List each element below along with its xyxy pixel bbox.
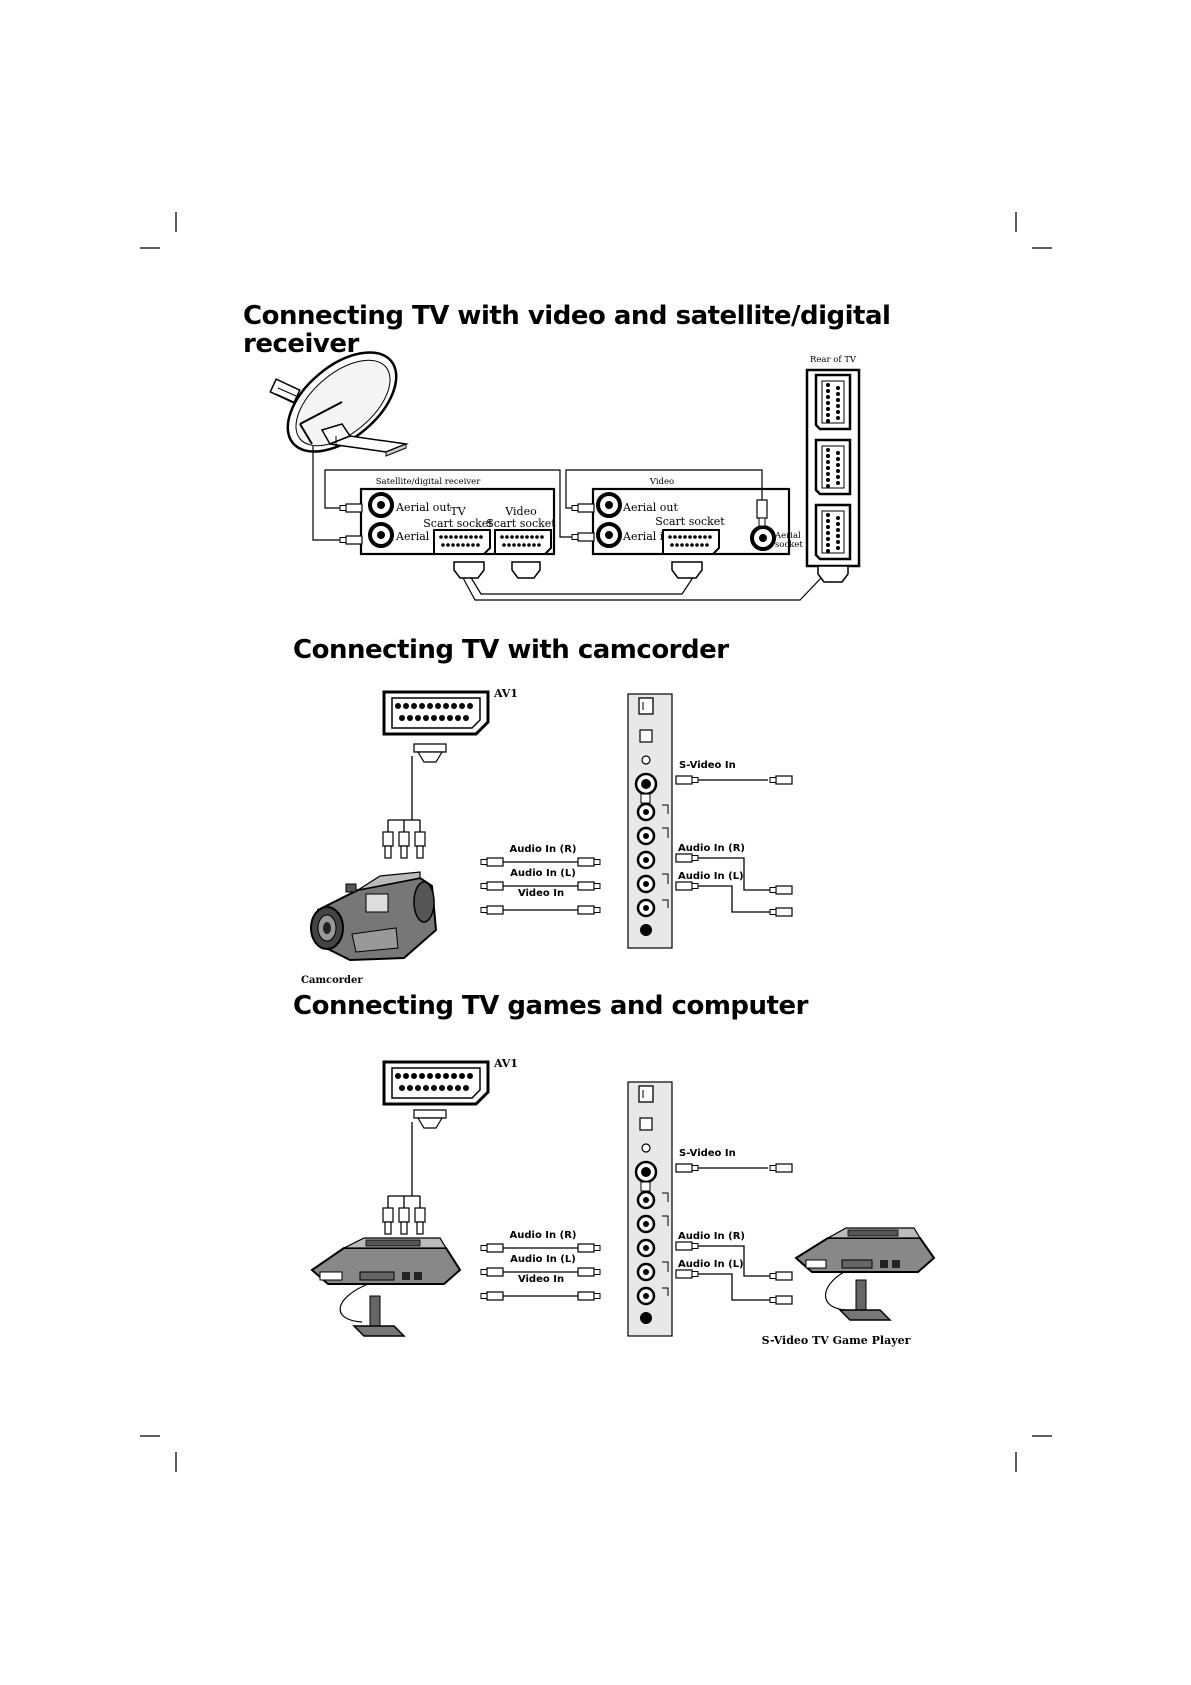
video-scart-socket-label: Scart socket <box>655 515 725 528</box>
audio-in-l-right-label-2: Audio In (L) <box>678 1259 744 1270</box>
audio-in-r-right-label-2: Audio In (R) <box>678 1231 745 1242</box>
wall-aerial-socket-icon <box>750 525 776 551</box>
aerial-out-socket <box>368 492 394 518</box>
svideo-game-player-icon <box>794 1227 936 1321</box>
tv-scart-socket-icon <box>433 529 491 555</box>
av1-scart-icon <box>382 690 490 736</box>
video-box-scart-icon <box>662 529 720 555</box>
audio-in-l-left-label: Audio In (L) <box>510 868 576 879</box>
svideo-in-label: S-Video In <box>679 760 736 771</box>
section1-diagram: Satellite/digital receiver Aerial out Ae… <box>269 351 861 601</box>
av1-label: AV1 <box>493 687 518 700</box>
section2-diagram: AV1 Camcorder <box>301 687 793 986</box>
game-console-icon <box>310 1237 462 1337</box>
section2-heading: Connecting TV with camcorder <box>293 635 729 665</box>
video-aerial-out-label: Aerial out <box>622 501 679 514</box>
audio-in-r-right-label: Audio In (R) <box>678 843 745 854</box>
camcorder-icon <box>310 871 438 962</box>
video-recorder-title: Video <box>649 477 674 487</box>
video-scart-label-video: Video <box>504 505 537 518</box>
tv-scart-label-tv: TV <box>450 505 466 518</box>
satellite-dish-icon <box>269 351 409 457</box>
section3-diagram: AV1 <box>310 1057 936 1347</box>
audio-in-l-right-label: Audio In (L) <box>678 871 744 882</box>
satellite-receiver-title: Satellite/digital receiver <box>376 477 481 487</box>
video-in-left-label-2: Video In <box>518 1274 564 1285</box>
video-in-left-label: Video In <box>518 888 564 899</box>
av1-scart-icon-2 <box>382 1060 490 1106</box>
aerial-in-socket <box>368 522 394 548</box>
aerial-out-label: Aerial out <box>395 501 452 514</box>
aerial-in-label: Aerial in <box>395 530 443 543</box>
svideo-in-label-2: S-Video In <box>679 1148 736 1159</box>
video-scart-socket-icon <box>494 529 552 555</box>
section1-cables <box>312 446 824 601</box>
left-av-cables-2: Audio In (R) Audio In (L) Video In <box>480 1230 601 1301</box>
right-av-cables: S-Video In Audio In (R) Audio In (L) <box>675 760 793 917</box>
video-scart-label: Scart socket <box>486 517 556 530</box>
video-aerial-in-socket <box>596 522 622 548</box>
rear-of-tv-label: Rear of TV <box>810 355 857 365</box>
section1-heading-line1: Connecting TV with video and satellite/d… <box>243 301 891 331</box>
camcorder-label: Camcorder <box>301 975 363 986</box>
right-av-cables-2: S-Video In Audio In (R) Audio In (L) <box>675 1148 793 1305</box>
section1-heading-line2: receiver <box>243 329 359 359</box>
aerial-socket-label-2: socket <box>775 540 803 550</box>
av1-label-2: AV1 <box>493 1057 518 1070</box>
aerial-socket-label-1: Aerial <box>774 531 801 541</box>
tv-scart-1-icon <box>814 373 852 431</box>
section3-heading: Connecting TV games and computer <box>293 991 808 1021</box>
crop-marks <box>140 212 1052 1472</box>
audio-in-r-left-label-2: Audio In (R) <box>510 1230 577 1241</box>
left-av-cables: Audio In (R) Audio In (L) Video In <box>480 844 601 915</box>
tv-scart-label: Scart socket <box>423 517 493 530</box>
video-aerial-out-socket <box>596 492 622 518</box>
tv-scart-2-icon <box>814 438 852 496</box>
audio-in-r-left-label: Audio In (R) <box>510 844 577 855</box>
video-aerial-in-label: Aerial in <box>622 530 670 543</box>
audio-in-l-left-label-2: Audio In (L) <box>510 1254 576 1265</box>
tv-scart-3-icon <box>814 503 852 561</box>
game-player-label: S-Video TV Game Player <box>762 1334 911 1347</box>
